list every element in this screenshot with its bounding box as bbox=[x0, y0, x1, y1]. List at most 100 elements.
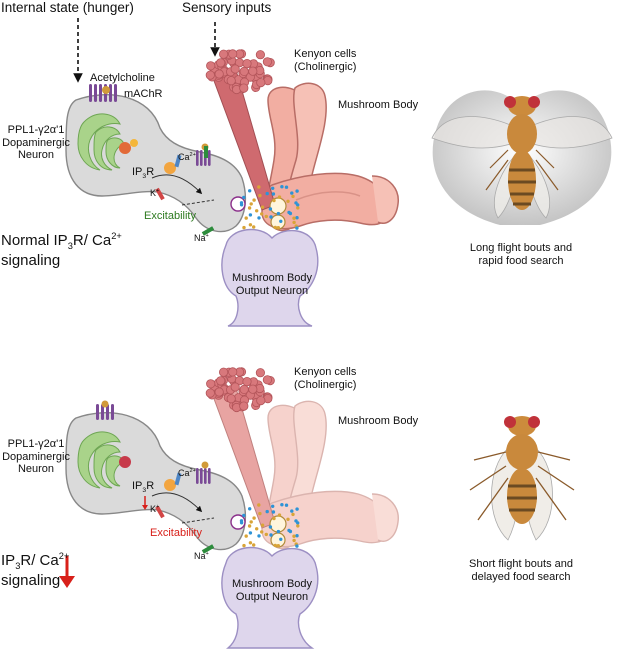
ca-channel-icon bbox=[174, 154, 182, 168]
signaling-label: Normal IP3R/ Ca2+ signaling bbox=[1, 231, 122, 270]
dopamine-dots-2 bbox=[239, 503, 300, 548]
neurotransmitter-dot bbox=[255, 209, 259, 213]
er-organelle-2 bbox=[77, 431, 125, 489]
kenyon-cell bbox=[242, 376, 252, 387]
neurotransmitter-dot bbox=[296, 203, 300, 207]
na-label-2: Na+ bbox=[194, 551, 209, 561]
neurotransmitter-dot bbox=[271, 192, 276, 196]
neurotransmitter-dot bbox=[244, 534, 248, 538]
neurotransmitter-dot bbox=[287, 210, 291, 215]
output-neuron-shape-2 bbox=[221, 546, 319, 649]
kenyon-cells-label: Kenyon cells(Cholinergic) bbox=[294, 48, 357, 73]
neurotransmitter-dot bbox=[269, 533, 273, 537]
kenyon-cell bbox=[230, 64, 240, 74]
k-label: K+ bbox=[150, 188, 160, 198]
kenyon-cell bbox=[226, 76, 236, 86]
neurotransmitter-dot bbox=[290, 509, 294, 513]
neurotransmitter-dot bbox=[260, 212, 264, 216]
neurotransmitter-dot bbox=[272, 198, 276, 203]
neurotransmitter-dot bbox=[280, 503, 284, 507]
neurotransmitter-dot bbox=[248, 541, 253, 545]
internal-state-label: Internal state (hunger) bbox=[1, 0, 134, 15]
neurotransmitter-dot bbox=[268, 525, 273, 529]
kenyon-cell bbox=[219, 49, 229, 59]
neurotransmitter-dot bbox=[242, 225, 246, 230]
neurotransmitter-dot bbox=[268, 207, 273, 211]
neurotransmitter-dot bbox=[280, 185, 284, 189]
neurotransmitter-dot bbox=[247, 524, 252, 528]
neurotransmitter-dot bbox=[296, 521, 300, 525]
neurotransmitter-dot bbox=[271, 510, 276, 514]
neurotransmitter-dot bbox=[286, 199, 290, 203]
neurotransmitter-dot bbox=[286, 517, 290, 521]
ca-label: Ca2+ bbox=[178, 152, 196, 162]
neurotransmitter-dot bbox=[257, 534, 261, 538]
sensory-inputs-label: Sensory inputs bbox=[182, 0, 272, 15]
neurotransmitter-dot bbox=[248, 531, 253, 535]
kenyon-cell bbox=[216, 58, 226, 68]
neurotransmitter-dot bbox=[242, 543, 246, 548]
neurotransmitter-dot bbox=[239, 203, 244, 207]
kenyon-cell bbox=[226, 394, 236, 404]
neurotransmitter-dot bbox=[239, 521, 244, 525]
ca-release-icon bbox=[164, 162, 176, 174]
ip3r-label: IP3R bbox=[132, 166, 155, 181]
neurotransmitter-dot bbox=[295, 216, 299, 220]
kenyon-cell bbox=[206, 379, 216, 389]
neurotransmitter-dot bbox=[248, 189, 252, 193]
neurotransmitter-dot bbox=[276, 529, 281, 534]
reduced-excitability-arrow-icon bbox=[142, 496, 148, 510]
neurotransmitter-dot bbox=[287, 528, 291, 533]
reduced-arrow-icon bbox=[59, 556, 75, 588]
neurotransmitter-dot bbox=[277, 195, 282, 199]
signaling-label-2: IP3R/ Ca2+ signaling bbox=[1, 551, 70, 590]
neurotransmitter-dot bbox=[295, 189, 299, 193]
neurotransmitter-dot bbox=[255, 527, 259, 531]
kenyon-cell bbox=[205, 70, 215, 80]
kenyon-cell bbox=[248, 384, 258, 394]
kenyon-cell bbox=[214, 387, 224, 397]
excitability-label-2: Excitability bbox=[150, 527, 202, 539]
synapse-bouton bbox=[230, 196, 246, 212]
kenyon-cell bbox=[214, 69, 224, 79]
neurotransmitter-dot bbox=[292, 534, 296, 538]
kenyon-cluster-2 bbox=[205, 367, 275, 413]
neurotransmitter-dot bbox=[273, 225, 277, 230]
ca-release-icon-2 bbox=[164, 479, 176, 491]
neurotransmitter-dot bbox=[276, 211, 281, 216]
ip3r-icon-2 bbox=[119, 456, 131, 468]
kenyon-cell bbox=[228, 367, 238, 377]
mushroom-body-label: Mushroom Body bbox=[338, 99, 419, 111]
neurotransmitter-dot bbox=[279, 219, 283, 223]
neurotransmitter-dot bbox=[248, 507, 252, 511]
machr-receptor-icon-2 bbox=[96, 404, 114, 420]
neurotransmitter-dot bbox=[269, 215, 273, 219]
neurotransmitter-dot bbox=[272, 516, 276, 521]
neurotransmitter-dot bbox=[260, 205, 265, 209]
neurotransmitter-dot bbox=[260, 530, 264, 534]
neurotransmitter-dot bbox=[252, 543, 256, 547]
neurotransmitter-dot bbox=[273, 543, 277, 548]
kenyon-cell bbox=[262, 57, 272, 67]
neurotransmitter-dot bbox=[279, 537, 283, 541]
neurotransmitter-dot bbox=[260, 523, 265, 527]
neurotransmitter-dot bbox=[258, 511, 262, 516]
acetylcholine-icon bbox=[102, 86, 110, 94]
kenyon-cell bbox=[205, 388, 215, 398]
neurotransmitter-dot bbox=[248, 223, 253, 227]
neurotransmitter-dot bbox=[295, 507, 299, 511]
kenyon-cell bbox=[230, 382, 240, 392]
kenyon-cell bbox=[248, 66, 258, 76]
neurotransmitter-dot bbox=[295, 534, 299, 538]
k-channel-icon bbox=[155, 187, 165, 201]
excitability-label: Excitability bbox=[144, 210, 196, 222]
neurotransmitter-dot bbox=[258, 193, 262, 198]
fly-flying-illustration bbox=[431, 90, 613, 225]
neurotransmitter-dot bbox=[242, 513, 246, 518]
dopamine-dots bbox=[239, 185, 300, 230]
neurotransmitter-dot bbox=[277, 513, 282, 517]
mushroom-body-shape-2 bbox=[261, 400, 399, 550]
